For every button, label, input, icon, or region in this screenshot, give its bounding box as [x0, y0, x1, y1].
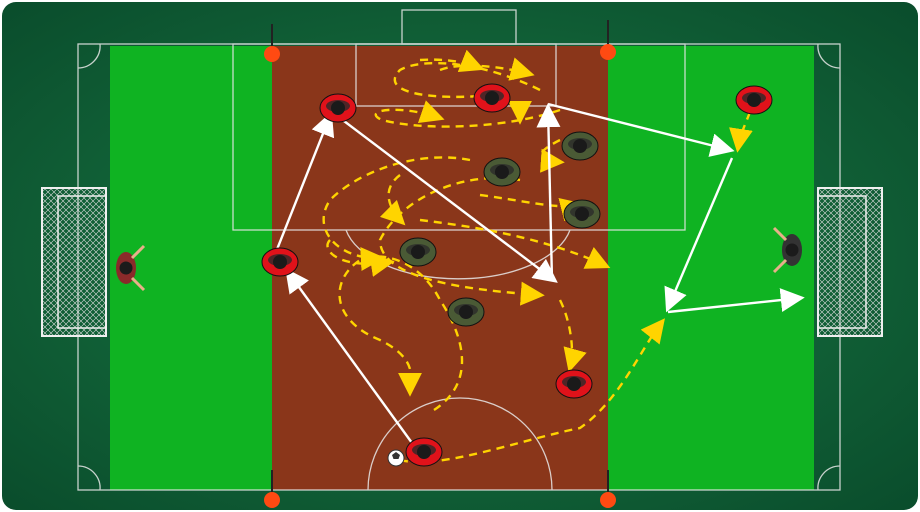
player-red-6[interactable]	[736, 86, 772, 114]
player-red-5[interactable]	[406, 438, 442, 466]
ball-icon[interactable]	[388, 450, 404, 466]
player-red-2[interactable]	[474, 84, 510, 112]
player-red-3[interactable]	[262, 248, 298, 276]
player-camo-2[interactable]	[484, 158, 520, 186]
player-camo-3[interactable]	[564, 200, 600, 228]
player-red-1[interactable]	[320, 94, 356, 122]
goal-left	[42, 188, 106, 336]
goal-right	[818, 188, 882, 336]
player-camo-5[interactable]	[448, 298, 484, 326]
player-camo-4[interactable]	[400, 238, 436, 266]
player-red-4[interactable]	[556, 370, 592, 398]
player-camo-1[interactable]	[562, 132, 598, 160]
